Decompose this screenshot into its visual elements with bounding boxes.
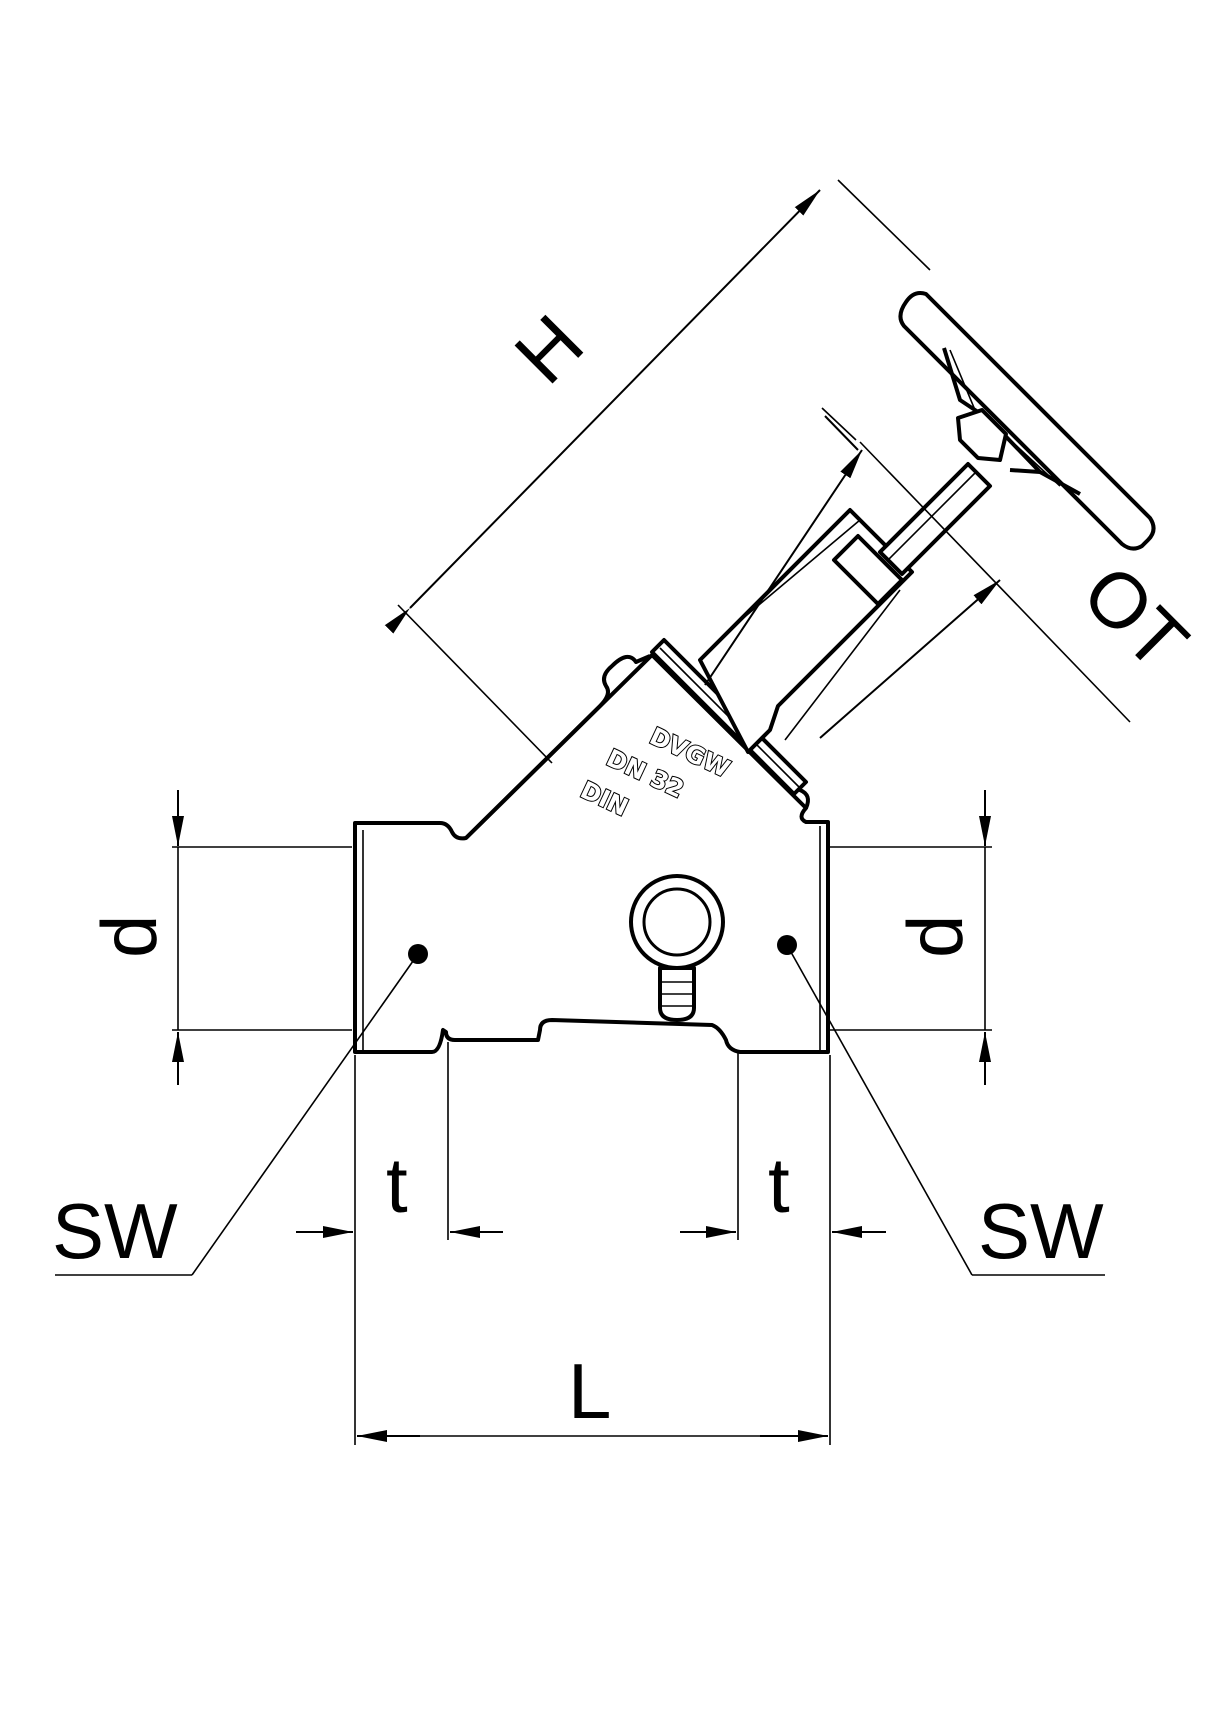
valve-body: DVGW DN 32 DIN: [353, 291, 1156, 1054]
label-d-left: d: [85, 915, 173, 958]
test-ring: [629, 874, 725, 1022]
label-d-right: d: [891, 915, 979, 958]
label-h: H: [498, 298, 600, 400]
dim-t-right: t: [680, 1052, 886, 1320]
label-sw-left: SW: [52, 1187, 178, 1275]
label-sw-right: SW: [978, 1187, 1104, 1275]
gland: [832, 534, 904, 606]
dim-t-left: t: [296, 1042, 503, 1320]
label-ot: OT: [1066, 548, 1205, 687]
leader-sw-right: SW: [786, 944, 1105, 1276]
dim-d-left: d: [85, 790, 352, 1085]
leader-sw-left: SW: [52, 953, 419, 1276]
label-t-right: t: [768, 1141, 790, 1229]
dim-l: L: [354, 1320, 831, 1445]
label-t-left: t: [386, 1141, 408, 1229]
handwheel: [898, 291, 1156, 551]
dim-d-right: d: [830, 790, 992, 1085]
label-l: L: [568, 1347, 611, 1435]
bonnet: [698, 508, 914, 754]
